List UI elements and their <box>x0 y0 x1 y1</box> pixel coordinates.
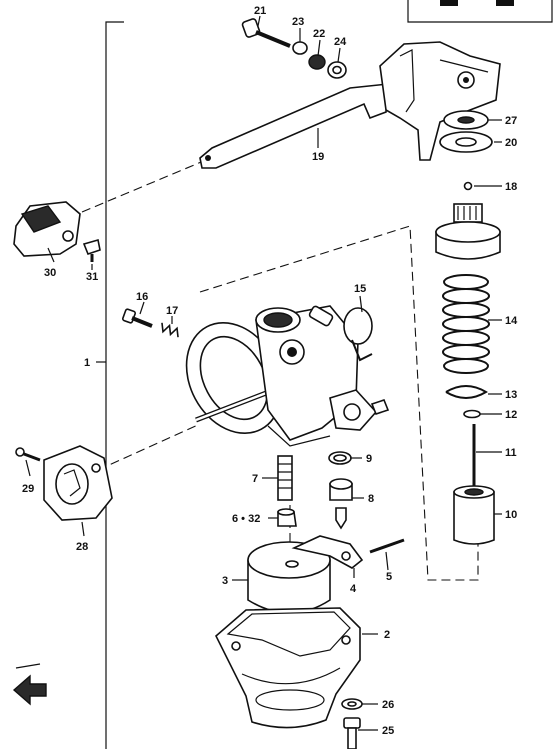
jets-8-9 <box>328 451 353 530</box>
assembly-bracket <box>96 21 124 749</box>
label-7: 7 <box>252 473 258 485</box>
choke-knob-30 <box>13 201 101 262</box>
label-4: 4 <box>350 583 357 595</box>
label-9: 9 <box>366 453 372 465</box>
label-11: 11 <box>505 447 517 459</box>
label-2: 2 <box>384 629 390 641</box>
label-8: 8 <box>368 493 374 505</box>
header-box-fragment <box>407 0 553 23</box>
label-25: 25 <box>382 725 394 737</box>
label-30: 30 <box>44 267 56 279</box>
label-27: 27 <box>505 115 517 127</box>
float-3-arm-4-pin-5 <box>247 535 405 614</box>
label-19: 19 <box>312 151 324 163</box>
label-17: 17 <box>166 305 178 317</box>
slide-cap <box>435 203 501 260</box>
label-26: 26 <box>382 699 394 711</box>
label-6-32: 6 • 32 <box>232 513 260 525</box>
label-5: 5 <box>386 571 392 583</box>
label-14: 14 <box>505 315 518 327</box>
carburetor-body <box>185 305 390 447</box>
air-cap-28 <box>15 445 113 521</box>
front-arrow <box>12 663 47 706</box>
float-bowl-2 <box>215 607 361 729</box>
screw-21-and-washers <box>241 18 347 79</box>
drain-screw-25-26 <box>341 698 363 749</box>
label-18: 18 <box>505 181 517 193</box>
label-20: 20 <box>505 137 517 149</box>
label-13: 13 <box>505 389 517 401</box>
screw-16-spring-17 <box>122 308 179 338</box>
label-22: 22 <box>313 28 325 40</box>
label-3: 3 <box>222 575 228 587</box>
label-24: 24 <box>334 36 347 48</box>
label-12: 12 <box>505 409 517 421</box>
label-23: 23 <box>292 16 304 28</box>
label-29: 29 <box>22 483 34 495</box>
label-31: 31 <box>86 271 98 283</box>
label-28: 28 <box>76 541 88 553</box>
washers-27-20 <box>439 110 493 191</box>
leader-lines <box>25 15 502 731</box>
label-1: 1 <box>84 357 90 369</box>
spring-14 <box>442 274 490 374</box>
label-10: 10 <box>505 509 517 521</box>
label-16: 16 <box>136 291 148 303</box>
part-labels: 21 23 22 24 19 27 20 18 14 13 12 11 10 1… <box>22 5 518 737</box>
label-15: 15 <box>354 283 366 295</box>
throttle-lever-19 <box>199 41 501 169</box>
needle-and-slide <box>445 385 495 545</box>
label-21: 21 <box>254 5 266 17</box>
emulsion-tube-7-jet-6 <box>277 455 297 527</box>
